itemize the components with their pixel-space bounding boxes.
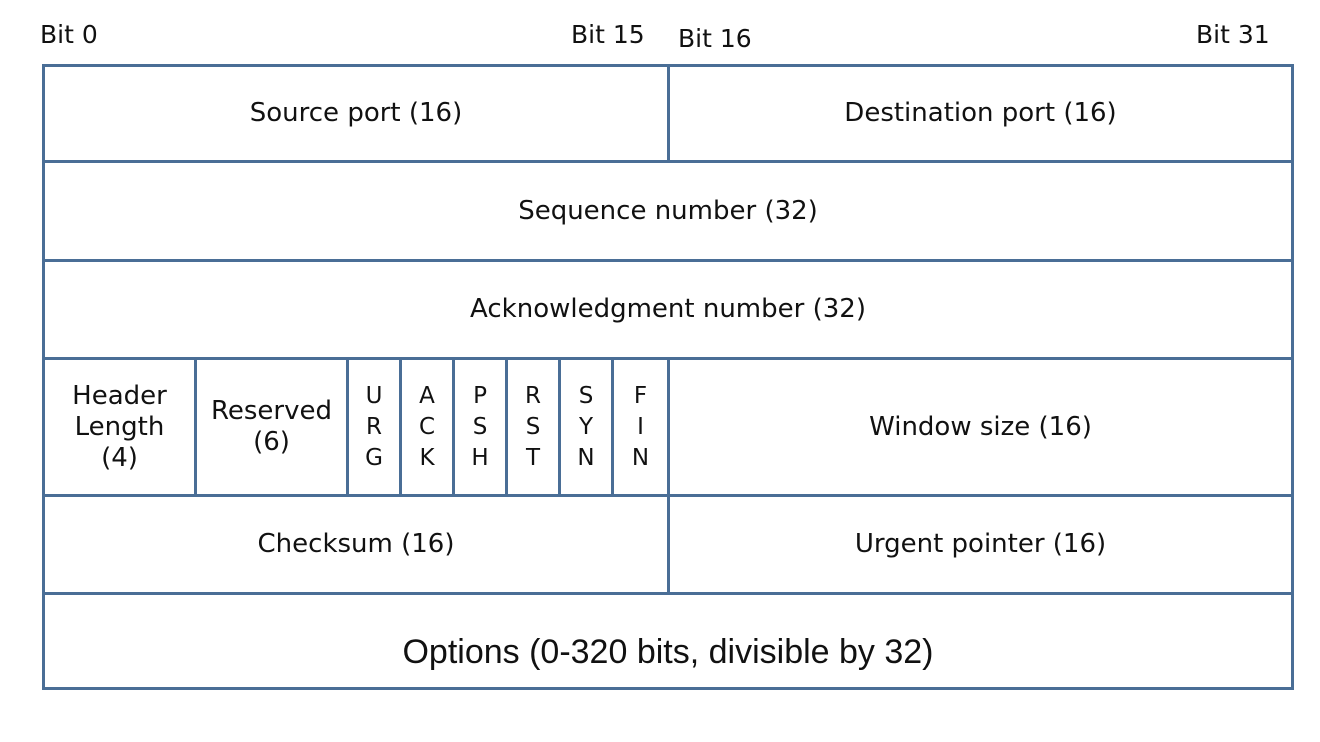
flag-syn-char-2: Y <box>578 413 594 440</box>
flag-fin-char-1: F <box>633 382 648 409</box>
flag-rst-char-1: R <box>525 382 541 409</box>
tcp-header-diagram: Source port (16) Destination port (16) S… <box>42 64 1294 690</box>
bit-31-label: Bit 31 <box>1196 20 1270 49</box>
sequence-number-label: Sequence number (32) <box>518 195 818 226</box>
options-label: Options (0-320 bits, divisible by 32) <box>402 632 934 671</box>
flag-syn: S Y N <box>558 357 614 497</box>
header-length-line-3: (4) <box>101 442 138 473</box>
flag-syn-char-3: N <box>577 444 595 471</box>
flag-fin: F I N <box>611 357 670 497</box>
flag-urg-char-3: G <box>365 444 383 471</box>
source-port-label: Source port (16) <box>249 98 463 128</box>
flag-urg-char-1: U <box>365 382 383 409</box>
flag-ack-char-3: K <box>419 444 435 471</box>
urgent-pointer-field: Urgent pointer (16) <box>667 494 1294 595</box>
flag-psh: P S H <box>452 357 508 497</box>
source-port-field: Source port (16) <box>42 64 670 163</box>
flag-rst-char-2: S <box>525 413 541 440</box>
bit-15-label: Bit 15 <box>571 20 645 49</box>
sequence-number-field: Sequence number (32) <box>42 160 1294 262</box>
flag-syn-char-1: S <box>578 382 594 409</box>
bit-0-label: Bit 0 <box>40 20 98 49</box>
reserved-field: Reserved (6) <box>194 357 349 497</box>
destination-port-label: Destination port (16) <box>844 98 1117 128</box>
flag-psh-char-3: H <box>471 444 489 471</box>
destination-port-field: Destination port (16) <box>667 64 1294 163</box>
urgent-pointer-label: Urgent pointer (16) <box>854 529 1107 559</box>
header-length-line-2: Length <box>74 411 165 442</box>
flag-fin-char-3: N <box>631 444 650 471</box>
flag-ack-char-1: A <box>419 382 435 409</box>
flag-ack-char-2: C <box>418 413 436 440</box>
window-size-field: Window size (16) <box>667 357 1294 497</box>
acknowledgment-number-field: Acknowledgment number (32) <box>42 259 1294 360</box>
flag-urg-char-2: R <box>366 413 382 440</box>
header-length-line-1: Header <box>72 380 167 411</box>
reserved-line-2: (6) <box>253 427 290 457</box>
header-length-field: Header Length (4) <box>42 357 197 497</box>
flag-psh-char-1: P <box>473 382 487 409</box>
flag-fin-char-2: I <box>637 413 644 440</box>
flag-psh-char-2: S <box>472 413 488 440</box>
acknowledgment-number-label: Acknowledgment number (32) <box>470 294 866 324</box>
flag-ack: A C K <box>399 357 455 497</box>
window-size-label: Window size (16) <box>869 411 1092 442</box>
reserved-line-1: Reserved <box>210 396 332 426</box>
options-field: Options (0-320 bits, divisible by 32) <box>42 592 1294 690</box>
checksum-field: Checksum (16) <box>42 494 670 595</box>
flag-rst: R S T <box>505 357 561 497</box>
flag-rst-char-3: T <box>525 444 541 471</box>
bit-16-label: Bit 16 <box>678 24 752 53</box>
flag-urg: U R G <box>346 357 402 497</box>
checksum-label: Checksum (16) <box>257 529 455 559</box>
